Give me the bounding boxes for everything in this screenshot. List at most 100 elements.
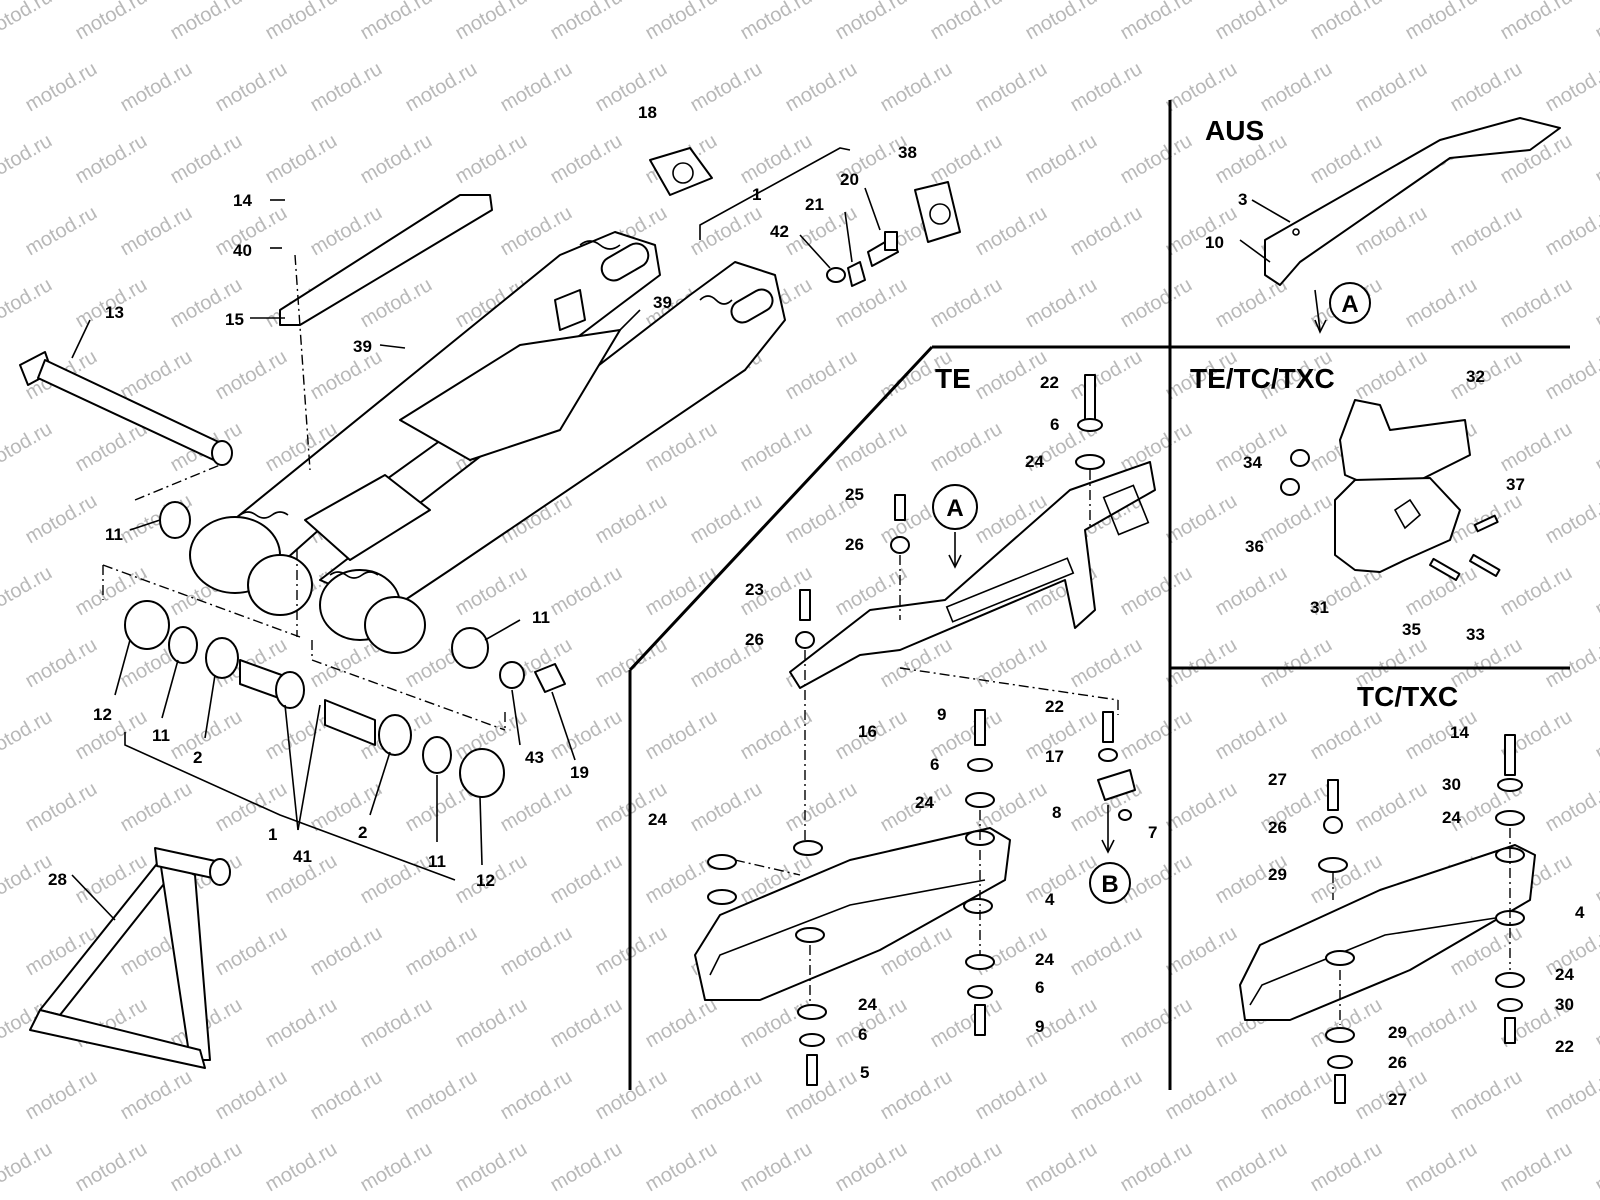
watermark-text: motod.ru	[1162, 490, 1241, 549]
watermark-text: motod.ru	[1257, 634, 1336, 693]
watermark-text: motod.ru	[262, 1138, 341, 1197]
watermark-text: motod.ru	[497, 778, 576, 837]
callout: 31	[1310, 598, 1329, 617]
watermark-text: motod.ru	[737, 1138, 816, 1197]
callout: 43	[525, 748, 544, 767]
section-title-te-tc-txc: TE/TC/TXC	[1190, 363, 1335, 394]
marker-b-te	[1089, 862, 1131, 904]
watermark-text: motod.ru	[1497, 1138, 1576, 1197]
watermark-text: motod.ru	[1117, 1138, 1196, 1197]
watermark-text: motod.ru	[1067, 58, 1146, 117]
callout: 26	[1388, 1053, 1407, 1072]
callout: 39	[353, 337, 372, 356]
watermark-text: motod.ru	[117, 1066, 196, 1125]
callout: 39	[653, 293, 672, 312]
watermark-text: motod.ru	[1022, 0, 1101, 44]
watermark-text: motod.ru	[22, 778, 101, 837]
watermark-text: motod.ru	[1307, 0, 1386, 44]
callout: 10	[1205, 233, 1224, 252]
watermark-text: motod.ru	[307, 346, 386, 405]
watermark-text: motod.ru	[1257, 1066, 1336, 1125]
watermark-text: motod.ru	[1402, 994, 1481, 1053]
watermark-text: motod.ru	[117, 346, 196, 405]
callout: 14	[1450, 723, 1469, 742]
watermark-text: motod.ru	[1067, 922, 1146, 981]
watermark-text: motod.ru	[1542, 58, 1600, 117]
watermark-text: motod.ru	[1022, 274, 1101, 333]
watermark-text: motod.ru	[452, 994, 531, 1053]
sprocket-guard	[1280, 399, 1501, 581]
watermark-text: motod.ru	[22, 1066, 101, 1125]
callout: 26	[745, 630, 764, 649]
marker-a-te-label: A	[946, 495, 963, 522]
chain-adjuster-blocks	[649, 147, 961, 243]
watermark-text: motod.ru	[167, 0, 246, 44]
callout: 38	[898, 143, 917, 162]
te-alignment-lines	[734, 470, 1119, 1005]
callout: 15	[225, 310, 244, 329]
watermark-text: motod.ru	[1592, 418, 1600, 477]
watermark-text: motod.ru	[737, 130, 816, 189]
watermark-text: motod.ru	[212, 346, 291, 405]
callout: 6	[1050, 415, 1059, 434]
watermark-text: motod.ru	[262, 0, 341, 44]
watermark-text: motod.ru	[1162, 1066, 1241, 1125]
watermark-text: motod.ru	[307, 1066, 386, 1125]
watermark-text: motod.ru	[1497, 418, 1576, 477]
callout: 42	[770, 222, 789, 241]
watermark-text: motod.ru	[1022, 994, 1101, 1053]
callout: 22	[1045, 697, 1064, 716]
watermark-text: motod.ru	[497, 58, 576, 117]
paddock-stand	[29, 847, 231, 1069]
watermark-text: motod.ru	[737, 706, 816, 765]
watermark-text: motod.ru	[307, 922, 386, 981]
callouts-te: 22 6 24 25 26 23 26 16 9 6 24 22 17 8 7 …	[648, 373, 1157, 1082]
callout: 29	[1268, 865, 1287, 884]
watermark-text: motod.ru	[117, 58, 196, 117]
watermark-text: motod.ru	[1162, 58, 1241, 117]
watermark-text: motod.ru	[452, 562, 531, 621]
watermark-text: motod.ru	[547, 706, 626, 765]
watermark-text: motod.ru	[357, 130, 436, 189]
watermark-text: motod.ru	[1592, 706, 1600, 765]
watermark-text: motod.ru	[1592, 994, 1600, 1053]
watermark-text: motod.ru	[1592, 562, 1600, 621]
watermark-text: motod.ru	[1117, 706, 1196, 765]
callout: 41	[293, 847, 312, 866]
callout: 5	[860, 1063, 869, 1082]
watermark-text: motod.ru	[927, 274, 1006, 333]
watermark-text: motod.ru	[0, 130, 56, 189]
callout: 4	[1045, 890, 1055, 909]
callout: 29	[1388, 1023, 1407, 1042]
callout: 27	[1268, 770, 1287, 789]
watermark-text: motod.ru	[642, 1138, 721, 1197]
watermark-text: motod.ru	[832, 418, 911, 477]
watermark-text: motod.ru	[22, 202, 101, 261]
marker-a-aus-label: A	[1341, 291, 1358, 318]
watermark-text: motod.ru	[22, 634, 101, 693]
watermark-text: motod.ru	[832, 274, 911, 333]
callout: 37	[1506, 475, 1525, 494]
watermark-text: motod.ru	[927, 994, 1006, 1053]
tc-txc-hardware-stacks	[1318, 734, 1525, 1104]
watermark-text: motod.ru	[832, 1138, 911, 1197]
watermark-text: motod.ru	[402, 922, 481, 981]
callout: 2	[358, 823, 367, 842]
watermark-text: motod.ru	[547, 0, 626, 44]
section-title-aus: AUS	[1205, 115, 1264, 146]
watermark-text: motod.ru	[687, 778, 766, 837]
callout: 3	[1238, 190, 1247, 209]
callout: 11	[428, 852, 446, 871]
watermark-text: motod.ru	[497, 202, 576, 261]
watermark-text: motod.ru	[547, 1138, 626, 1197]
watermark-text: motod.ru	[927, 130, 1006, 189]
callout: 24	[915, 793, 934, 812]
callouts-aus: 3 10	[1205, 190, 1247, 252]
watermark-text: motod.ru	[972, 634, 1051, 693]
watermark-text: motod.ru	[1067, 346, 1146, 405]
watermark-text: motod.ru	[1592, 850, 1600, 909]
watermark-text: motod.ru	[547, 562, 626, 621]
watermark-text: motod.ru	[687, 1066, 766, 1125]
callout: 30	[1555, 995, 1574, 1014]
watermark-text: motod.ru	[72, 0, 151, 44]
